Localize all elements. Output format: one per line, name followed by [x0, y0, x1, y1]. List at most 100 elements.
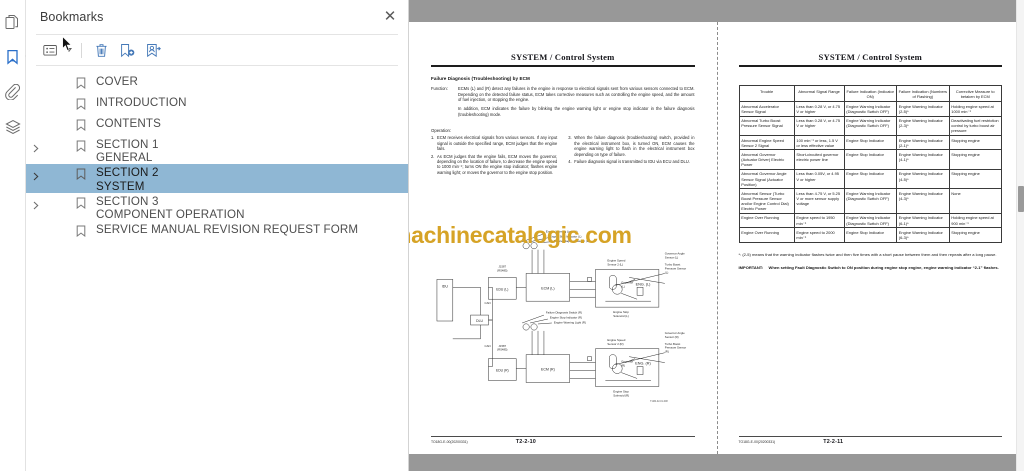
edit-bookmark-button[interactable] [141, 39, 165, 61]
diagram-label-diag-switch-r: Failure Diagnosis Switch (R) [546, 311, 582, 315]
delete-bookmark-button[interactable] [89, 39, 113, 61]
bookmark-item-section-3[interactable]: SECTION 3 COMPONENT OPERATION [26, 193, 408, 221]
cell-indication-on: Engine Warning Indicator (Diagnostic Swi… [843, 115, 897, 137]
cell-flashing: Engine Warning Indicator (4-1)* [896, 149, 950, 170]
diagram-label-warning-light-r: Engine Warning Light (R) [554, 320, 586, 324]
diagram-label-j1587-r2: (RS485) [497, 348, 507, 352]
bookmark-item-label: SECTION 2 SYSTEM [96, 166, 159, 193]
table-footnote: *: (2-5) means that the warning indicato… [738, 251, 997, 257]
diagram-label-turbo-l3: (L) [665, 270, 669, 274]
function-text: ECMs (L) and (R) detect any failures in … [458, 86, 695, 117]
cell-range: Less than 4.75 V, or 5.25 V or more sens… [793, 188, 845, 214]
cell-trouble: Abnormal Accelerator Sensor Signal [738, 101, 795, 117]
important-label: IMPORTANT: [738, 265, 764, 271]
operation-step: 2. As ECM judges that the engine fails, … [431, 154, 557, 176]
chevron-right-icon[interactable] [32, 168, 41, 181]
bookmark-item-revision-request-form[interactable]: SERVICE MANUAL REVISION REQUEST FORM [26, 221, 408, 242]
table-row: Abnormal Governor (Actuator Driver) Elec… [738, 149, 1002, 170]
cell-corrective: Stopping engine [948, 227, 1002, 243]
function-paragraph-2: In addition, ECM indicates the failure b… [458, 106, 695, 117]
step-number: 1. [431, 135, 435, 141]
bookmark-item-label: SERVICE MANUAL REVISION REQUEST FORM [96, 223, 359, 237]
important-note: IMPORTANT: When setting Fault Diagnostic… [739, 265, 1003, 271]
cell-indication-on: Engine Stop Indicator [843, 227, 897, 243]
cell-flashing: Engine Warning Indicator (4-3)* [896, 188, 950, 214]
cell-flashing: Engine Warning Indicator (4-5)* [896, 168, 950, 190]
diagram-label-governor-r: Governor [621, 360, 633, 364]
page-thumbnails-icon[interactable] [1, 8, 25, 36]
bookmark-item-introduction[interactable]: INTRODUCTION [26, 94, 408, 115]
diagram-label-governor-l: Governor [621, 280, 633, 284]
bookmark-item-section-1[interactable]: SECTION 1 GENERAL [26, 136, 408, 164]
diagram-block-edu-r: EDU (R) [496, 369, 509, 373]
trouble-table: Trouble Abnormal Signal Range Failure In… [738, 85, 1003, 243]
bookmark-item-contents[interactable]: CONTENTS [26, 115, 408, 136]
page-footer-left: TO18G-E-00(20200331) T2-2-10 [431, 436, 695, 445]
cell-trouble: Abnormal Sensor (Turbo Boost Pressure Se… [738, 188, 795, 214]
bookmark-icon [76, 76, 90, 94]
bookmark-options-button[interactable] [38, 39, 62, 61]
diagram-block-eng-l: ENG. (L) [636, 282, 652, 286]
diagram-label-gov-angle-r: Governor Angle [665, 331, 685, 335]
table-row: Abnormal Turbo Boost Pressure Sensor Sig… [738, 115, 1002, 137]
bookmark-icon [76, 196, 90, 214]
bookmark-icon [76, 224, 90, 242]
bookmark-icon [76, 139, 90, 157]
cell-trouble: Engine Over Running [738, 227, 795, 243]
bookmark-icon [76, 167, 90, 185]
bookmarks-panel-header: Bookmarks ✕ [26, 0, 408, 34]
bookmark-item-label: INTRODUCTION [96, 96, 187, 109]
attachments-icon[interactable] [1, 78, 25, 106]
bookmark-item-label: CONTENTS [96, 117, 161, 130]
chevron-right-icon[interactable] [32, 140, 41, 153]
new-bookmark-button[interactable] [115, 39, 139, 61]
vertical-scrollbar[interactable] [1016, 0, 1024, 471]
operation-label: Operation: [431, 128, 452, 134]
running-head: SYSTEM / Control System [510, 52, 615, 62]
cell-indication-on: Engine Warning Indicator (Diagnostic Swi… [843, 101, 897, 117]
cell-flashing: Engine Warning Indicator (2-5)* [896, 101, 950, 117]
bookmark-icon [76, 118, 90, 136]
bookmark-item-section-2[interactable]: SECTION 2 SYSTEM [26, 164, 408, 193]
cell-corrective: Deactivating fuel restriction control by… [948, 115, 1002, 137]
cell-flashing: Engine Warning Indicator (2-1)* [896, 135, 950, 151]
document-code: TO18G-E-00(20200331) [738, 440, 776, 444]
bookmark-item-label: SECTION 3 COMPONENT OPERATION [96, 194, 245, 222]
trouble-table-wrap: Trouble Abnormal Signal Range Failure In… [738, 85, 1003, 243]
diagram-label-speed-sensor-r: Engine Speed [607, 338, 625, 342]
layers-icon[interactable] [1, 113, 25, 141]
cell-corrective: Stopping engine [948, 149, 1002, 170]
diagram-figure-code: T1M4-02-01-008 [650, 400, 668, 403]
diagram-label-j1587-l2: (RS485) [497, 268, 507, 272]
document-code: TO18G-E-00(20200331) [431, 440, 468, 444]
function-block: Function: ECMs (L) and (R) detect any fa… [431, 86, 695, 117]
diagram-label-governor-l2: (L) [621, 284, 625, 288]
toolbar-divider-bottom [36, 65, 398, 66]
document-viewer[interactable]: SYSTEM / Control System Failure Diagnosi… [409, 0, 1024, 471]
cell-trouble: Engine Over Running [738, 212, 795, 229]
step-number: 2. [431, 153, 435, 159]
diagram-label-gov-angle-l2: Sensor (L) [665, 256, 678, 260]
viewer-top-gutter [409, 0, 1024, 22]
chevron-right-icon[interactable] [32, 197, 41, 210]
table-row: Engine Over Running Engine speed to 1950… [738, 212, 1002, 229]
scrollbar-thumb[interactable] [1018, 186, 1024, 212]
operation-column-left: 1. ECM receives electrical signals from … [431, 135, 557, 175]
header-rule [738, 65, 1002, 68]
diagram-label-j1587-r: J1587 [499, 344, 507, 348]
diagram-label-stop-solenoid-l: Engine Stop [613, 310, 629, 314]
page-footer-right: TO18G-E-00(20200331) T2-2-11 [738, 436, 1002, 445]
cell-trouble: Abnormal Governor (Actuator Driver) Elec… [738, 149, 795, 170]
col-header-trouble: Trouble [738, 85, 795, 103]
control-system-block-diagram: IDU DLU EDU (L) ECM (L) EDU (R) ECM (R) … [431, 227, 699, 417]
function-paragraph-1: ECMs (L) and (R) detect any failures in … [458, 86, 695, 103]
step-text: When the failure diagnosis (troubleshoot… [574, 135, 695, 157]
bookmark-item-cover[interactable]: COVER [26, 73, 408, 94]
diagram-label-warning-light-l: Engine Warning Light (L) [546, 229, 578, 233]
table-row: Abnormal Governor Angle Sensor Signal (A… [738, 168, 1002, 190]
diagram-label-turbo-r2: Pressure Sensor [665, 346, 686, 350]
table-row: Engine Over Running Engine speed to 2000… [738, 227, 1002, 243]
bookmarks-icon[interactable] [1, 43, 31, 71]
diagram-label-diag-switch-l: Failure Diagnosis Switch (L) [554, 239, 590, 243]
close-icon[interactable]: ✕ [383, 8, 397, 25]
